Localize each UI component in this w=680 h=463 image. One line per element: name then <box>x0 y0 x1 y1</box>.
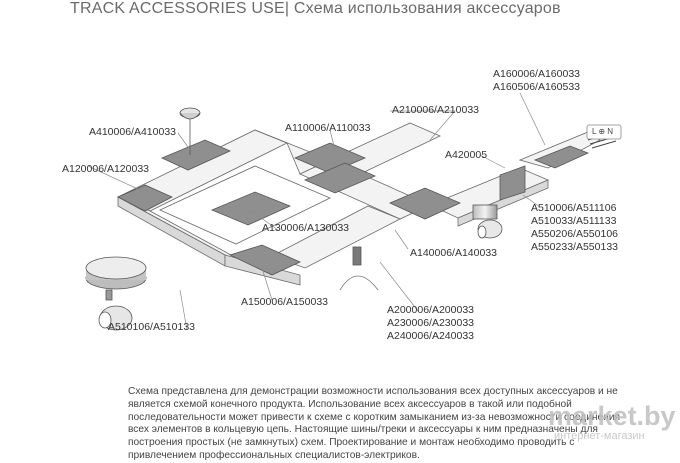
connector-cross <box>303 162 377 194</box>
label-a210006: A210006/A210033 <box>392 104 479 116</box>
spot-a510006 <box>472 204 503 239</box>
pendant-a410006 <box>179 107 201 155</box>
connector-a410006 <box>161 139 231 171</box>
label-line: A550206/A550106 <box>531 228 618 240</box>
disclaimer-note: Схема представлена для демонстрации возм… <box>128 386 621 461</box>
label-a410006: A410006/A410033 <box>89 126 176 138</box>
label-a130006: A130006/A130033 <box>262 222 349 234</box>
label-line: A510033/A511133 <box>531 215 617 227</box>
connectors <box>117 139 590 276</box>
pendant-a200006 <box>339 246 379 291</box>
connector-a420005 <box>499 165 526 201</box>
label-a510006: A510006/A511106 A510033/A511133 A550206/… <box>531 202 618 254</box>
label-a140006: A140006/A140033 <box>410 247 497 259</box>
label-line: A200006/A200033 <box>387 304 474 316</box>
watermark-main: market.by <box>548 401 676 431</box>
leader-lines <box>87 92 546 331</box>
label-line: A240006/A240033 <box>387 330 474 342</box>
watermark-sub: интернет-магазин <box>554 430 645 442</box>
connector-a130006 <box>210 191 292 226</box>
connector-a150006 <box>228 244 301 276</box>
label-line: A230006/A230033 <box>387 317 474 329</box>
label-a160006: A160006/A160033 A160506/A160533 <box>493 68 580 94</box>
page-title: TRACK ACCESSORIES USE| Схема использован… <box>70 0 561 17</box>
connector-a120006 <box>117 184 173 212</box>
label-a420005: A420005 <box>445 149 488 161</box>
label-line: A510006/A511106 <box>531 202 617 214</box>
label-line: A160006/A160033 <box>493 68 580 80</box>
label-a150006: A150006/A150033 <box>241 296 328 308</box>
connector-a160006 <box>533 145 590 169</box>
label-a200006: A200006/A200033 A230006/A230033 A240006/… <box>387 304 474 343</box>
ln-symbol-label: L ⊕ N <box>592 127 614 136</box>
watermark: market.by интернет-магазин <box>548 402 676 442</box>
label-a120006: A120006/A120033 <box>62 163 149 175</box>
connector-a140006 <box>389 187 461 220</box>
ln-symbol <box>586 124 622 140</box>
label-line: A160506/A160533 <box>493 81 580 93</box>
spot-a510106 <box>85 256 147 331</box>
label-a110006: A110006/A110033 <box>285 122 371 134</box>
label-line: A550233/A550133 <box>531 241 618 253</box>
label-a510106: A510106/A510133 <box>108 321 195 333</box>
